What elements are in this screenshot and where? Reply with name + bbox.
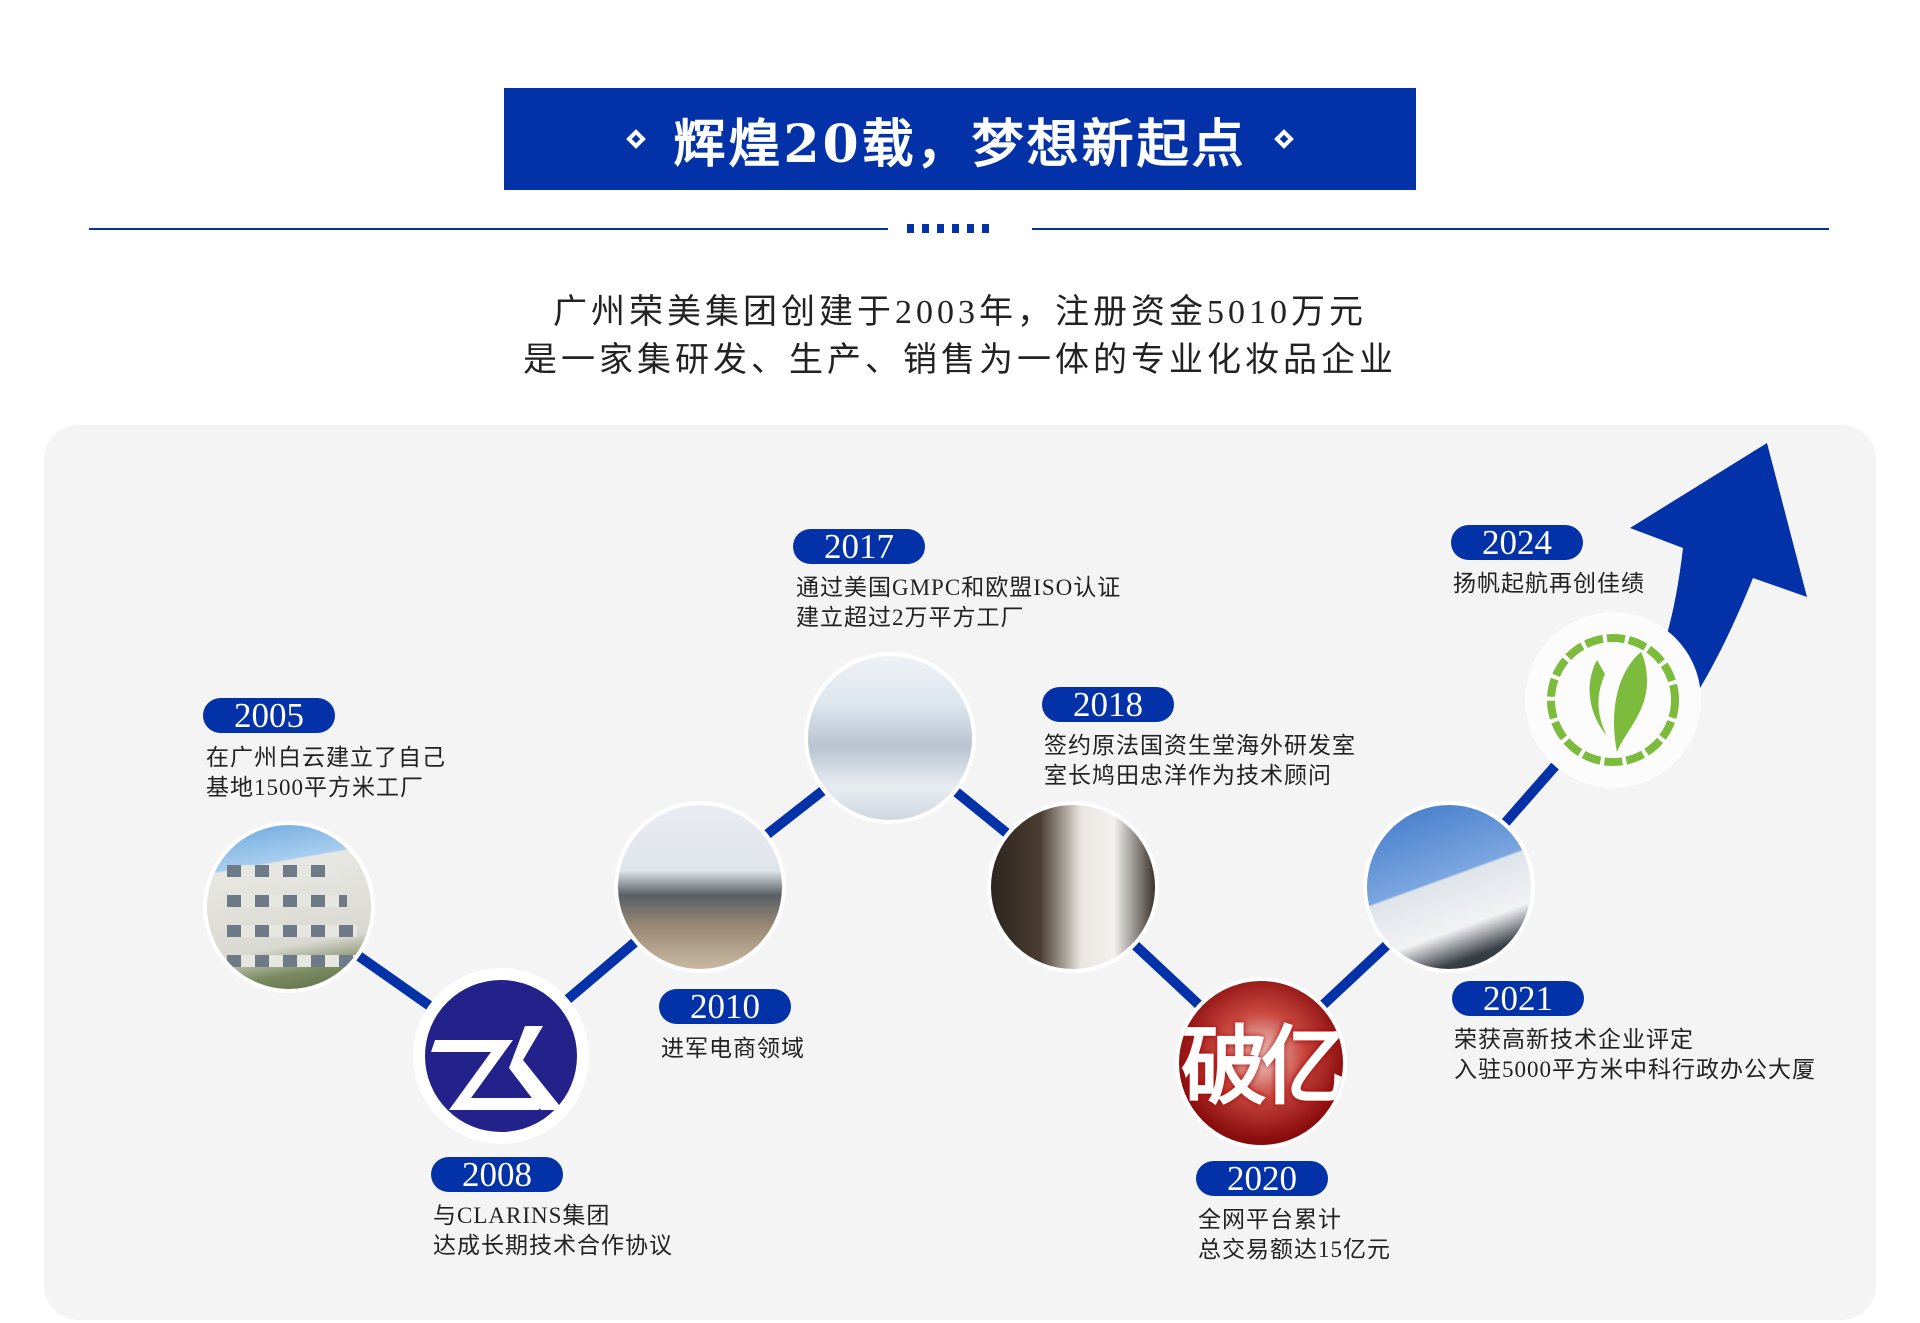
factory-building-photo xyxy=(203,821,375,993)
milestone-2021-line2: 入驻5000平方米中科行政办公大厦 xyxy=(1454,1057,1816,1082)
milestone-2020-line1: 全网平台累计 xyxy=(1198,1207,1342,1232)
year-pill-2017: 2017 xyxy=(793,529,925,565)
office-photo xyxy=(614,801,786,973)
milestone-2018-line1: 签约原法国资生堂海外研发室 xyxy=(1044,733,1356,758)
year-pill-2021: 2021 xyxy=(1452,981,1584,1017)
intro-line-2: 是一家集研发、生产、销售为一体的专业化妆品企业 xyxy=(523,342,1397,379)
intro-line-1: 广州荣美集团创建于2003年，注册资金5010万元 xyxy=(553,294,1367,331)
scientist-photo xyxy=(987,801,1159,973)
zk-logo xyxy=(413,968,589,1144)
poyi-photo: 破亿 xyxy=(1175,977,1347,1149)
milestone-2010-line1: 进军电商领域 xyxy=(661,1036,805,1061)
page-title: 辉煌20载，梦想新起点 xyxy=(673,113,1247,175)
clean-lab-photo xyxy=(804,652,976,824)
year-pill-2020: 2020 xyxy=(1196,1161,1328,1197)
year-pill-2010: 2010 xyxy=(659,989,791,1025)
milestone-2017-line1: 通过美国GMPC和欧盟ISO认证 xyxy=(796,575,1122,600)
milestone-2008-line1: 与CLARINS集团 xyxy=(433,1203,611,1228)
divider-dots xyxy=(907,224,989,233)
title-banner: 辉煌20载，梦想新起点 xyxy=(504,88,1416,190)
milestone-2020-line2: 总交易额达15亿元 xyxy=(1198,1237,1391,1262)
year-pill-2008: 2008 xyxy=(431,1157,563,1193)
year-pill-2005: 2005 xyxy=(203,698,335,734)
leaf-face-logo xyxy=(1525,612,1701,788)
milestone-2024-line1: 扬帆起航再创佳绩 xyxy=(1453,571,1645,596)
office-tower-photo xyxy=(1363,801,1535,973)
growth-arrow-icon xyxy=(1590,443,1807,760)
year-pill-2024: 2024 xyxy=(1451,525,1583,561)
year-pill-2018: 2018 xyxy=(1042,687,1174,723)
milestone-2005-line1: 在广州白云建立了自己 xyxy=(206,745,446,770)
divider-left xyxy=(89,228,888,230)
milestone-2008-line2: 达成长期技术合作协议 xyxy=(433,1233,673,1258)
milestone-2017-line2: 建立超过2万平方工厂 xyxy=(796,605,1025,630)
divider-right xyxy=(1032,228,1829,230)
milestone-2018-line2: 室长鸠田忠洋作为技术顾问 xyxy=(1044,763,1332,788)
milestone-2021-line1: 荣获高新技术企业评定 xyxy=(1454,1027,1694,1052)
milestone-2005-line2: 基地1500平方米工厂 xyxy=(206,775,424,800)
